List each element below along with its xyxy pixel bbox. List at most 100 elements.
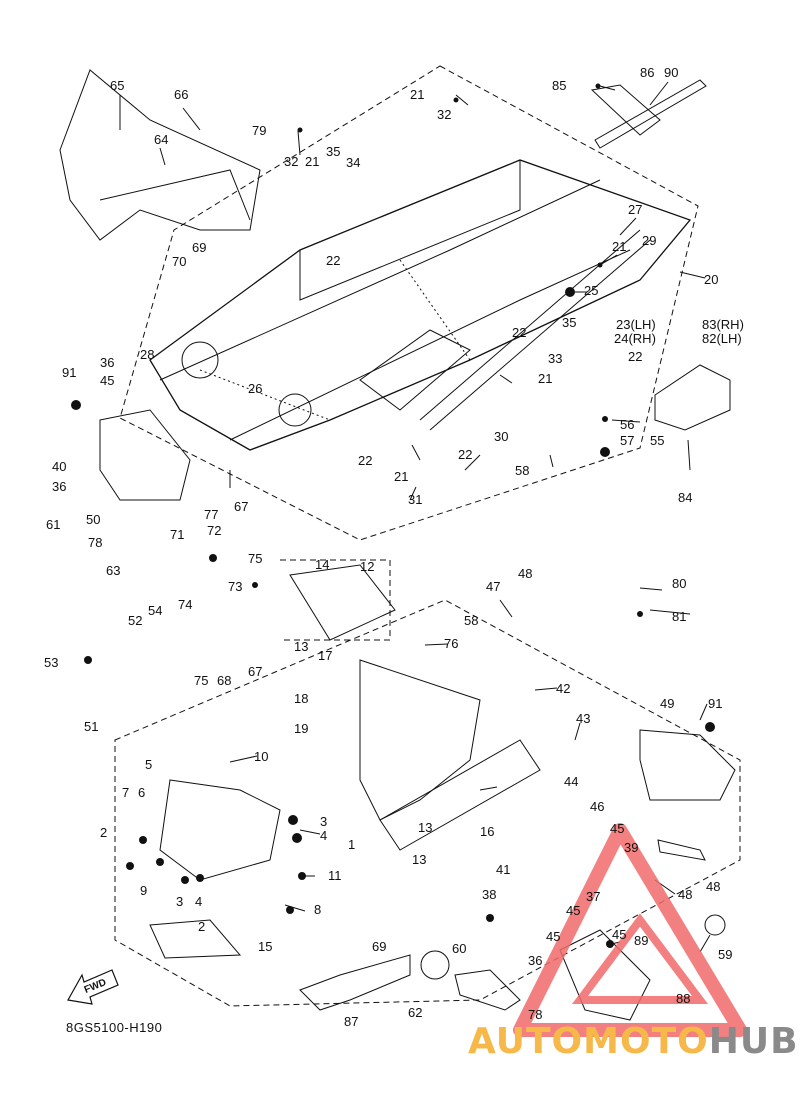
callout-label: 6: [138, 785, 146, 800]
plate-39: [657, 839, 706, 861]
callout-label: 26: [248, 381, 263, 396]
callout-label: 36: [52, 479, 67, 494]
callout-label: 15: [258, 939, 273, 954]
callout-label: 3: [320, 814, 328, 829]
callout-label: 55: [650, 433, 665, 448]
callout-label: 33: [548, 351, 563, 366]
callout-label: 87: [344, 1014, 359, 1029]
callout-label: 8: [314, 902, 322, 917]
callout-label: 83(RH): [702, 317, 744, 332]
callout-label: 21: [612, 239, 627, 254]
callout-label: 4: [320, 828, 328, 843]
callout-label: 25: [584, 283, 599, 298]
callout-label: 67: [248, 664, 263, 679]
callout-label: 21: [538, 371, 553, 386]
front-bracket: [159, 779, 281, 881]
callout-label: 35: [562, 315, 577, 330]
callout-label: 68: [217, 673, 232, 688]
callout-label: 36: [528, 953, 543, 968]
callout-label: 71: [170, 527, 185, 542]
callout-label: 58: [515, 463, 530, 478]
callout-label: 73: [228, 579, 243, 594]
lower-group-outline: [114, 599, 741, 1007]
callout-label: 91: [708, 696, 723, 711]
callout-label: 51: [84, 719, 99, 734]
callout-label: 90: [664, 65, 679, 80]
callout-label: 13: [294, 639, 309, 654]
diagram-code: 8GS5100-H190: [66, 1020, 163, 1035]
bracket-assy: [99, 409, 191, 501]
callout-label: 24(RH): [614, 331, 656, 346]
callout-label: 72: [207, 523, 222, 538]
callout-label: 40: [52, 459, 67, 474]
callout-label: 7: [122, 785, 130, 800]
frame-group-outline: [119, 65, 699, 541]
callout-label: 80: [672, 576, 687, 591]
callout-label: 59: [718, 947, 733, 962]
callout-label: 44: [564, 774, 579, 789]
callout-label: 42: [556, 681, 571, 696]
callout-label: 32: [284, 154, 299, 169]
ring-62: [420, 950, 450, 980]
boot-60: [454, 969, 521, 1011]
callout-label: 38: [482, 887, 497, 902]
callout-label: 32: [437, 107, 452, 122]
cover-49: [639, 729, 736, 801]
callout-label: 21: [410, 87, 425, 102]
callout-label: 37: [586, 889, 601, 904]
watermark-part2: HUB: [708, 1021, 799, 1062]
callout-label: 69: [372, 939, 387, 954]
callout-label: 78: [528, 1007, 543, 1022]
callout-label: 12: [360, 559, 375, 574]
callout-label: 86: [640, 65, 655, 80]
callout-label: 22: [358, 453, 373, 468]
ring-59: [704, 914, 726, 936]
callout-label: 18: [294, 691, 309, 706]
callout-label: 9: [140, 883, 148, 898]
callout-label: 43: [576, 711, 591, 726]
callout-label: 19: [294, 721, 309, 736]
callout-label: 62: [408, 1005, 423, 1020]
callout-label: 53: [44, 655, 59, 670]
callout-label: 48: [678, 887, 693, 902]
callout-label: 4: [195, 894, 203, 909]
callout-label: 11: [328, 868, 342, 883]
callout-label: 13: [412, 852, 427, 867]
callout-label: 20: [704, 272, 719, 287]
callout-label: 22: [326, 253, 341, 268]
callout-label: 91: [62, 365, 77, 380]
callout-label: 67: [234, 499, 249, 514]
callout-label: 84: [678, 490, 693, 505]
callout-label: 78: [88, 535, 103, 550]
callout-label: 29: [642, 233, 657, 248]
callout-label: 39: [624, 840, 639, 855]
callout-label: 5: [145, 757, 153, 772]
tray-12: [289, 564, 396, 641]
callout-label: 45: [546, 929, 561, 944]
callout-label: 64: [154, 132, 169, 147]
callout-label: 47: [486, 579, 501, 594]
callout-label: 54: [148, 603, 163, 618]
callout-label: 16: [480, 824, 495, 839]
callout-label: 50: [86, 512, 101, 527]
center-frame: [359, 659, 481, 821]
callout-label: 30: [494, 429, 509, 444]
callout-label: 58: [464, 613, 479, 628]
callout-label: 1: [348, 837, 356, 852]
callout-label: 17: [318, 648, 333, 663]
callout-label: 85: [552, 78, 567, 93]
callout-label: 48: [518, 566, 533, 581]
callout-label: 75: [194, 673, 209, 688]
callout-label: 13: [418, 820, 433, 835]
callout-label: 34: [346, 155, 361, 170]
callout-label: 45: [100, 373, 115, 388]
callout-label: 77: [204, 507, 219, 522]
fwd-arrow-icon: [67, 969, 119, 1005]
callout-label: 46: [590, 799, 605, 814]
callout-label: 3: [176, 894, 184, 909]
callout-label: 75: [248, 551, 263, 566]
callout-label: 79: [252, 123, 267, 138]
callout-label: 76: [444, 636, 459, 651]
callout-label: 63: [106, 563, 121, 578]
